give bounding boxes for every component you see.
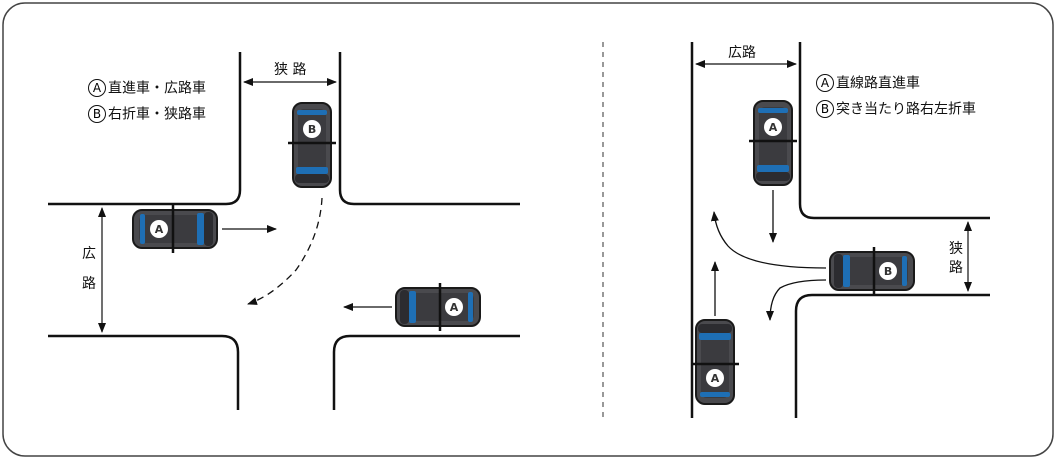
car-label: A bbox=[711, 372, 720, 385]
car-a-westbound-approach: A bbox=[131, 203, 219, 255]
car-label: A bbox=[769, 121, 778, 134]
narrow-road-label-right-char-1: 狭 bbox=[949, 241, 963, 257]
legend-text-a: 直線路直進車 bbox=[836, 75, 920, 92]
legend-marker-a: A bbox=[88, 78, 106, 97]
legend-marker-b: B bbox=[88, 104, 106, 123]
car-label: B bbox=[308, 123, 316, 136]
wide-road-label-char-1: 広 bbox=[82, 246, 96, 262]
car-a-southbound: A bbox=[747, 99, 799, 187]
narrow-road-label: 狭 路 bbox=[274, 62, 307, 78]
right-intersection-roads bbox=[690, 42, 990, 418]
legend-marker-a: A bbox=[816, 73, 834, 92]
left-intersection-roads bbox=[48, 52, 520, 410]
legend-text-b: 右折車・狭路車 bbox=[108, 106, 206, 123]
car-label: A bbox=[450, 301, 459, 314]
wide-road-label-char-2: 路 bbox=[82, 276, 96, 292]
car-b-left-turn-arrow bbox=[766, 279, 827, 321]
car-label: A bbox=[155, 223, 164, 236]
car-a-northbound: A bbox=[689, 318, 741, 406]
car-b-turn-path-arrow bbox=[247, 197, 323, 305]
car-a-eastbound-approach: A bbox=[394, 281, 482, 333]
legend-text-b: 突き当たり路右左折車 bbox=[836, 101, 976, 118]
car-b-westbound: B bbox=[828, 245, 916, 297]
legend-text-a: 直進車・広路車 bbox=[108, 80, 206, 97]
narrow-road-label-right-char-2: 路 bbox=[949, 260, 963, 276]
car-label: B bbox=[884, 265, 892, 278]
wide-road-label-right: 広路 bbox=[728, 45, 756, 61]
legend-marker-b: B bbox=[816, 99, 834, 118]
car-b-right-turn-arrow bbox=[710, 211, 827, 269]
car-b-southbound: B bbox=[286, 101, 338, 189]
